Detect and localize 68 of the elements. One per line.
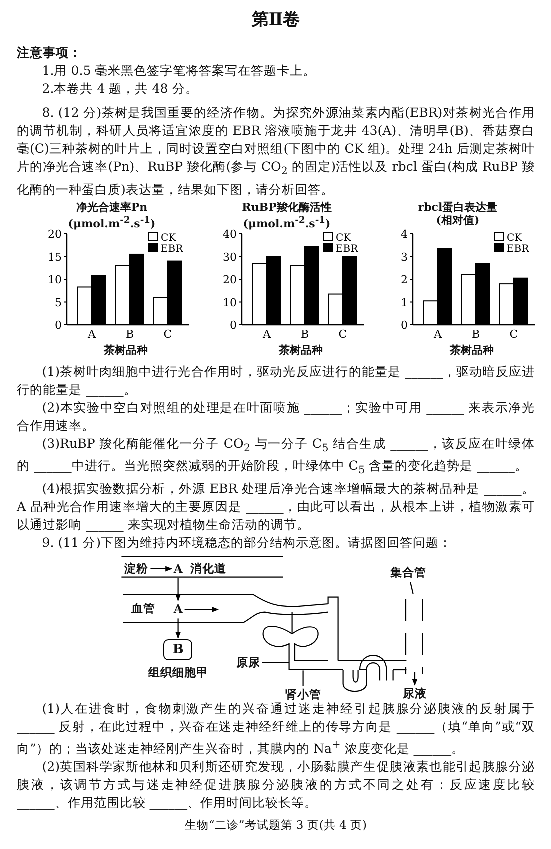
diagram-label: A [174, 562, 183, 576]
arrow [184, 606, 219, 612]
tick-label: 5 [55, 296, 62, 309]
instruction-text: 2.本卷共 4 题，共 48 分。 [41, 80, 200, 98]
legend-label: CK [336, 232, 352, 244]
tick-label: 10 [223, 296, 237, 309]
cell-box: B [164, 640, 193, 661]
diagram-label: 肾小管 [285, 688, 322, 703]
arrow [176, 618, 182, 638]
page-footer: 生物“二诊”考试题第 3 页(共 4 页) [17, 816, 535, 834]
category-label: C [338, 328, 348, 341]
legend-label: EBR [161, 244, 184, 255]
category-label: C [164, 328, 172, 341]
category-label: B [300, 328, 310, 341]
diagram-label: A [174, 602, 183, 616]
leader-line [302, 670, 304, 686]
leader-line [410, 582, 414, 594]
chart-title: 净光合速率Pn (μmol.m$^{-2}$.s$^{-1}$) [67, 200, 157, 230]
question-text: (2)本实验中空白对照组的处理是在叶面喷施 ______；实验中可用 ______ 来表示净光合作用速率。 [17, 398, 535, 435]
tick-label: 3 [401, 250, 408, 264]
tick-label: 4 [401, 228, 408, 241]
tick-label: 40 [223, 228, 237, 241]
diagram-label: 集合管 [390, 565, 426, 580]
tick-label: 15 [48, 250, 62, 264]
question-text: (1)人在进食时，食物刺激产生的兴奋通过迷走神经引起胰腺分泌胰液的反射属于 ______ 反射，在此过程中，兴奋在迷走神经纤维上的传导方向是 ______（填“单向”或“双向”）的；当该处迷走神经刚产生兴奋时，其膜内的 Na$^{+}$ 浓度变化是 ______。 [17, 700, 535, 758]
caption-text: 组织细胞甲 [148, 666, 208, 681]
question-text: (1)茶树叶肉细胞中进行光合作用时，驱动光反应进行的能量是 ______，驱动暗反应进行的能量是 ______。 [17, 362, 535, 399]
tick-label: 1 [401, 296, 408, 309]
legend-label: EBR [507, 244, 530, 255]
diagram-label: 尿液 [403, 686, 427, 702]
question-text: (2)英国科学家斯他林和贝利斯还研究发现，小肠黏膜产生促胰液素也能引起胰腺分泌胰液，该调节方式与迷走神经促进胰腺分泌胰液的方式不同之处有：反应速度比较 ______、作用范围比较 ______、作用时间比较长等。 [17, 758, 535, 812]
question-text: 9. (11 分)下图为维持内环境稳态的部分结构示意图。请据图回答问题： [41, 534, 454, 552]
question-text: (3)RuBP 羧化酶能催化一分子 CO$_{2}$ 与一分子 C$_{5}$ 结合生成 ______，该反应在叶绿体的 ______中进行。当光照突然减弱的开始阶段，叶绿体中 C$_{5}$ 含量的变化趋势是 ______。 [17, 434, 535, 479]
diagram-label: 淀粉 [124, 561, 149, 576]
tick-label: 30 [223, 250, 237, 264]
axis-title: 茶树品种 [449, 342, 495, 358]
category-label: B [126, 328, 134, 341]
question-text: (4)根据实验数据分析，外源 EBR 处理后净光合速率增幅最大的茶树品种是 ______。A 品种光合作用速率增大的主要原因是 ______，由此可以看出，从根本上讲，植物激素可以通过影响 ______ 来实现对植物生命活动的调节。 [17, 480, 535, 534]
leader-line [262, 662, 290, 664]
axis-title: 茶树品种 [278, 342, 324, 358]
arrow [176, 578, 182, 601]
tick-label: 20 [48, 228, 62, 241]
category-label: C [510, 328, 518, 341]
page-title: 第Ⅱ卷 [250, 10, 302, 30]
legend-label: CK [161, 232, 176, 244]
tick-label: 0 [401, 318, 408, 332]
category-label: A [88, 328, 96, 341]
category-label: A [263, 328, 271, 341]
question-text: 8. (12 分)茶树是我国重要的经济作物。为探究外源油菜素内酯(EBR)对茶树光合作用的调节机制，科研人员将适宜浓度的 EBR 溶液喷施于龙井 43(A)、清明早(B)、香菇寮白毫(C)三种茶树的叶片上，同时设置空白对照组(下图中的 CK 组)。处理 24h 后测定茶树叶片的净光合速率(Pn)、RuBP 羧化酶(参与 CO$_{2}$ 的固定)活性以及 rbcl 蛋白(构成 RuBP 羧化酶的一种蛋白质)表达量，结果如下图，请分析回答。 [17, 104, 535, 199]
arrow [412, 672, 418, 686]
chart-title: rbcl蛋白表达量 (相对值) [417, 200, 499, 227]
tick-label: 0 [55, 318, 62, 332]
instruction-text: 1.用 0.5 毫米黑色签字笔将答案写在答题卡上。 [41, 62, 318, 80]
section-heading: 注意事项： [17, 44, 83, 62]
diagram-label: 原尿 [236, 655, 260, 670]
category-label: B [472, 328, 480, 341]
legend-label: CK [507, 232, 522, 244]
diagram-label: 消化道 [190, 561, 226, 576]
tick-label: 10 [48, 273, 62, 286]
tick-label: 0 [230, 318, 237, 332]
category-label: A [434, 328, 442, 341]
axis-title: 茶树品种 [103, 342, 149, 358]
diagram-label: 血管 [131, 602, 156, 617]
tick-label: 20 [223, 273, 237, 286]
arrow [150, 566, 173, 572]
chart-title: RuBP羧化酶活性 (μmol.m$^{-2}$.s$^{-1}$) [241, 200, 333, 230]
legend-label: EBR [336, 244, 358, 255]
tick-label: 2 [401, 273, 408, 286]
